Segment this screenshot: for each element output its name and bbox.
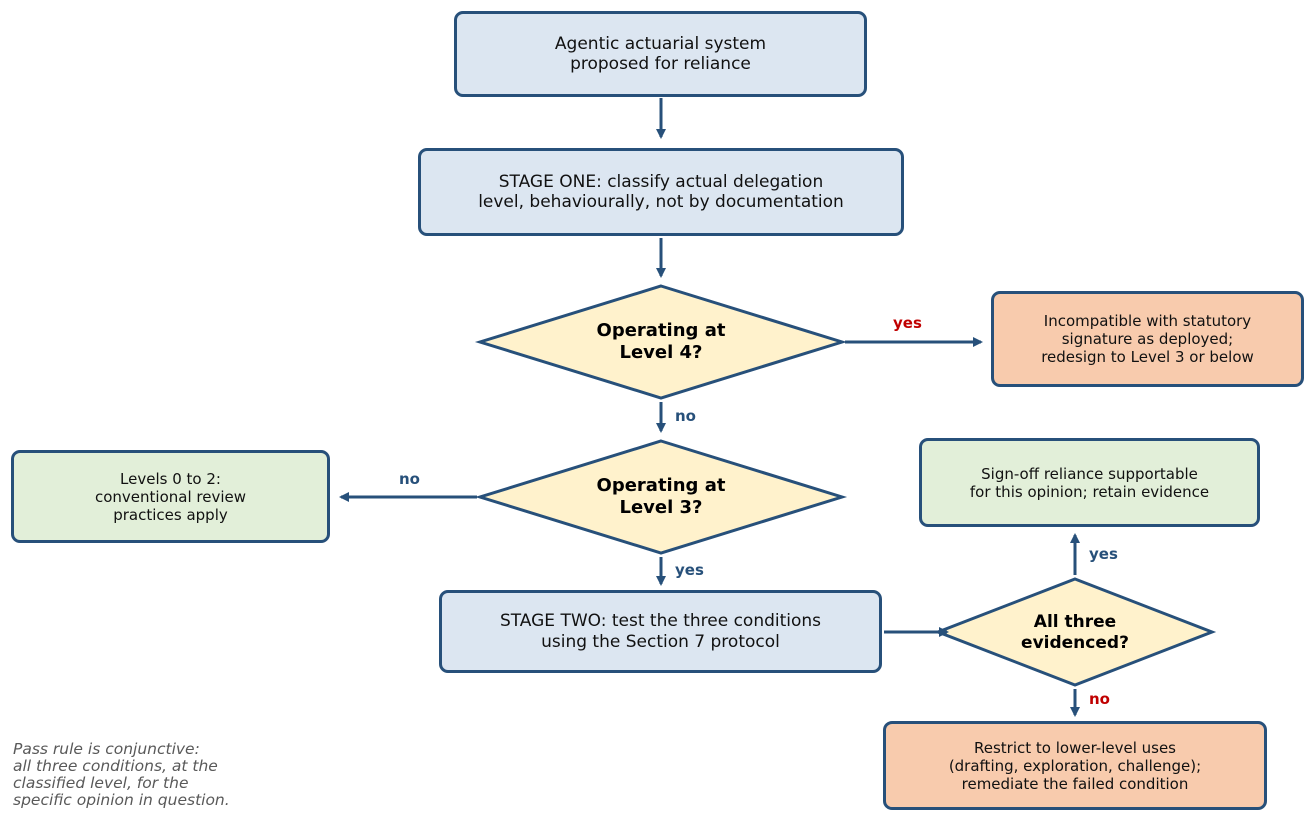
stage-two-node: STAGE TWO: test the three conditions usi…: [439, 590, 882, 673]
incompatible-node: Incompatible with statutory signature as…: [991, 291, 1304, 387]
edge-label-all-three-no: no: [1089, 690, 1110, 708]
decision-level4-diamond: [474, 284, 848, 400]
stage-one-node: STAGE ONE: classify actual delegation le…: [418, 148, 904, 236]
restrict-node: Restrict to lower-level uses (drafting, …: [883, 721, 1267, 810]
signoff-node: Sign-off reliance supportable for this o…: [919, 438, 1260, 527]
decision-level4-label: Operating at Level 4?: [596, 320, 726, 363]
decision-level3-diamond: [474, 439, 848, 555]
edge-label-level4-yes: yes: [893, 314, 922, 332]
levels-0-2-node: Levels 0 to 2: conventional review pract…: [11, 450, 330, 543]
decision-all-three-label: All three evidenced?: [1021, 612, 1129, 653]
edge-label-level3-yes: yes: [675, 561, 704, 579]
decision-all-three-diamond: [933, 577, 1217, 687]
decision-level3-label: Operating at Level 3?: [596, 475, 726, 518]
start-node: Agentic actuarial system proposed for re…: [454, 11, 867, 97]
edge-label-all-three-yes: yes: [1089, 545, 1118, 563]
edge-label-level3-no: no: [399, 470, 420, 488]
edge-label-level4-no: no: [675, 407, 696, 425]
pass-rule-note: Pass rule is conjunctive: all three cond…: [13, 740, 230, 810]
